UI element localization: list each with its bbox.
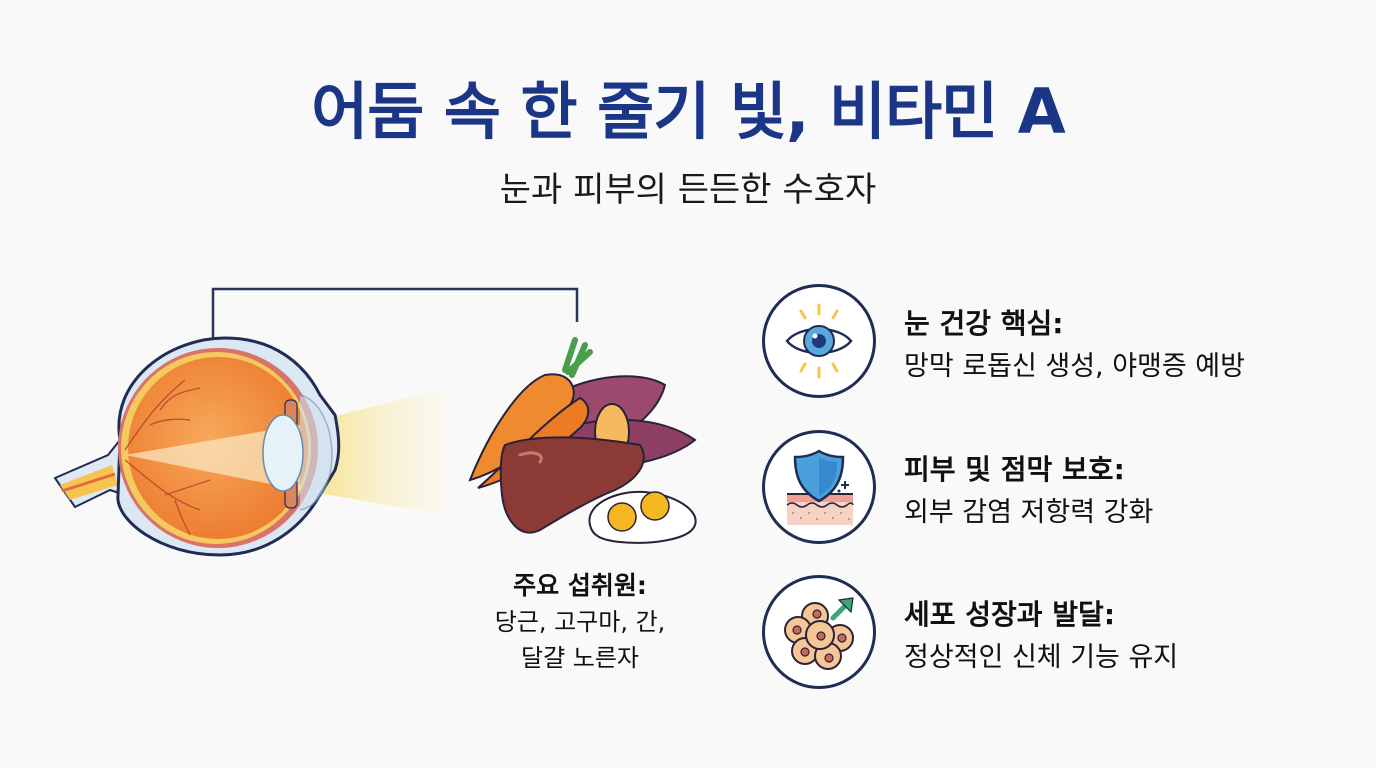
food-sources-text: 주요 섭취원: 당근, 고구마, 간, 달걀 노른자	[470, 568, 690, 676]
benefit-title: 눈 건강 핵심:	[904, 307, 1064, 340]
page-subtitle: 눈과 피부의 든든한 수호자	[499, 170, 877, 210]
sources-line-2: 달걀 노른자	[520, 644, 640, 672]
shield-skin-icon	[762, 430, 876, 544]
benefit-description: 정상적인 신체 기능 유지	[904, 642, 1179, 673]
sources-line-1: 당근, 고구마, 간,	[494, 608, 666, 636]
benefit-skin-protection: 피부 및 점막 보호: 외부 감염 저항력 강화	[760, 428, 1340, 548]
benefit-title: 세포 성장과 발달:	[904, 598, 1116, 631]
cell-growth-icon	[762, 575, 876, 689]
eye-icon	[762, 284, 876, 398]
page-title: 어둠 속 한 줄기 빛, 비타민 A	[311, 75, 1065, 148]
benefit-title: 피부 및 점막 보호:	[904, 453, 1125, 486]
benefit-eye-health: 눈 건강 핵심: 망막 로돕신 생성, 야맹증 예방	[760, 282, 1340, 402]
food-sources-illustration	[468, 337, 697, 544]
benefit-description: 외부 감염 저항력 강화	[904, 497, 1154, 528]
benefit-description: 망막 로돕신 생성, 야맹증 예방	[904, 351, 1245, 382]
sources-heading: 주요 섭취원:	[513, 571, 647, 600]
benefit-cell-growth: 세포 성장과 발달: 정상적인 신체 기능 유지	[760, 573, 1340, 693]
eye-anatomy-illustration	[53, 336, 446, 557]
